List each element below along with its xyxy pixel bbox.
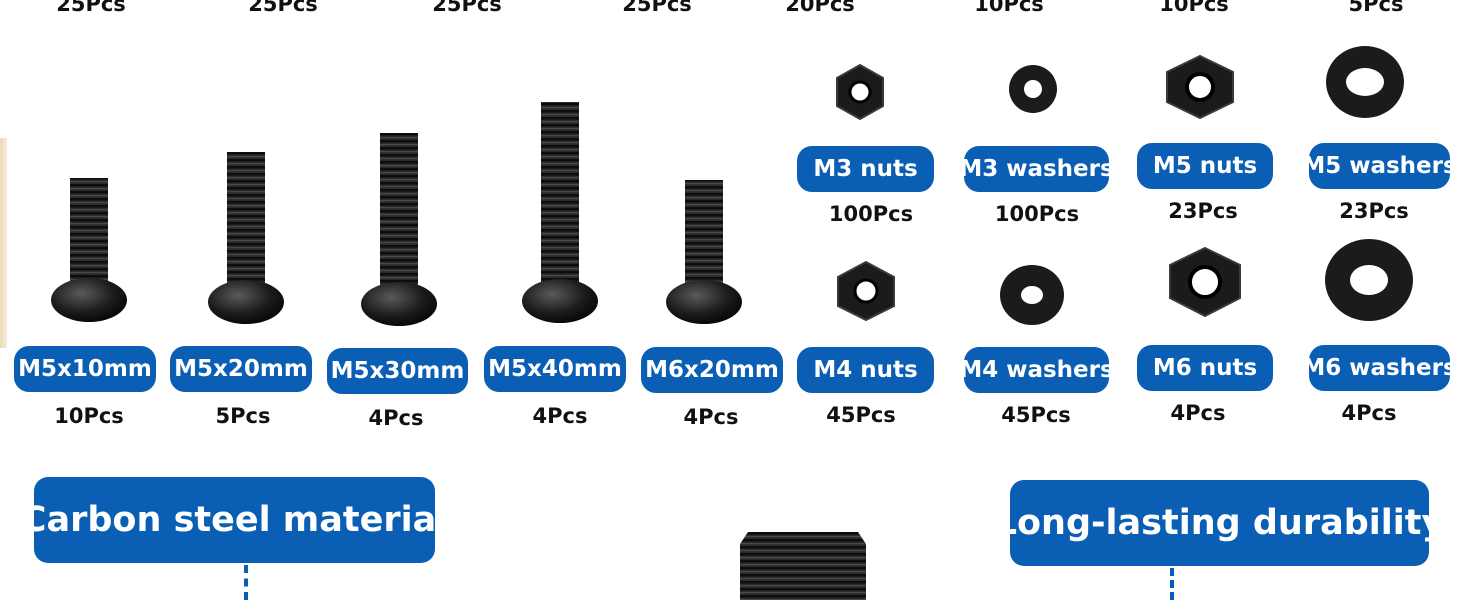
hex-nut-icon-m6 xyxy=(1169,246,1241,318)
label-m4-washers: M4 washers xyxy=(959,347,1114,393)
count-m5x40: 4Pcs xyxy=(532,404,588,428)
hex-nut-icon-m3 xyxy=(836,63,884,121)
label-m5-nuts: M5 nuts xyxy=(1137,143,1273,189)
top-count-2: 25Pcs xyxy=(248,0,318,16)
washer-icon-m6 xyxy=(1325,239,1413,321)
count-m4-washers: 45Pcs xyxy=(1001,403,1071,427)
callout-durability: Long-lasting durability xyxy=(995,480,1444,566)
top-count-8: 5Pcs xyxy=(1348,0,1404,16)
label-m5x20: M5x20mm xyxy=(170,346,312,392)
callout-connector-right xyxy=(1170,568,1178,600)
count-m3-nuts: 100Pcs xyxy=(828,202,914,226)
washer-icon-m3 xyxy=(1009,65,1057,113)
screw-icon-m5x20 xyxy=(208,152,284,324)
callout-carbon-steel: Carbon steel material xyxy=(21,477,448,563)
count-m5x20: 5Pcs xyxy=(215,404,271,428)
label-m6-nuts: M6 nuts xyxy=(1137,345,1273,391)
callout-connector-left xyxy=(244,565,252,600)
label-m5x10: M5x10mm xyxy=(14,346,156,392)
label-m4-nuts: M4 nuts xyxy=(797,347,934,393)
top-count-1: 25Pcs xyxy=(56,0,126,16)
washer-icon-m5 xyxy=(1326,46,1404,118)
screw-icon-m5x30 xyxy=(361,133,437,326)
cropped-photo-edge xyxy=(0,138,7,348)
top-count-5: 20Pcs xyxy=(785,0,855,16)
screw-icon-m6x20 xyxy=(666,180,742,324)
count-m5x10: 10Pcs xyxy=(54,404,124,428)
count-m5-nuts: 23Pcs xyxy=(1168,199,1238,223)
count-m6-nuts: 4Pcs xyxy=(1170,401,1226,425)
label-m5x40: M5x40mm xyxy=(484,346,626,392)
label-m3-nuts: M3 nuts xyxy=(797,146,934,192)
hex-nut-icon-m5 xyxy=(1166,54,1234,120)
enlarged-screw-thread-icon xyxy=(740,532,866,600)
count-m6-washers: 4Pcs xyxy=(1341,401,1397,425)
top-count-6: 10Pcs xyxy=(974,0,1044,16)
count-m5-washers: 23Pcs xyxy=(1339,199,1409,223)
screw-icon-m5x40 xyxy=(522,102,598,323)
count-m3-washers: 100Pcs xyxy=(994,202,1080,226)
top-count-7: 10Pcs xyxy=(1159,0,1229,16)
hex-nut-icon-m4 xyxy=(837,260,895,322)
top-count-3: 25Pcs xyxy=(432,0,502,16)
top-count-4: 25Pcs xyxy=(622,0,692,16)
count-m4-nuts: 45Pcs xyxy=(826,403,896,427)
label-m5x30: M5x30mm xyxy=(327,348,468,394)
washer-icon-m4 xyxy=(1000,265,1064,325)
label-m6x20: M6x20mm xyxy=(641,347,783,393)
label-m6-washers: M6 washers xyxy=(1302,345,1457,391)
count-m6x20: 4Pcs xyxy=(683,405,739,429)
screw-icon-m5x10 xyxy=(51,178,127,322)
label-m3-washers: M3 washers xyxy=(959,146,1114,192)
count-m5x30: 4Pcs xyxy=(368,406,424,430)
label-m5-washers: M5 washers xyxy=(1302,143,1457,189)
